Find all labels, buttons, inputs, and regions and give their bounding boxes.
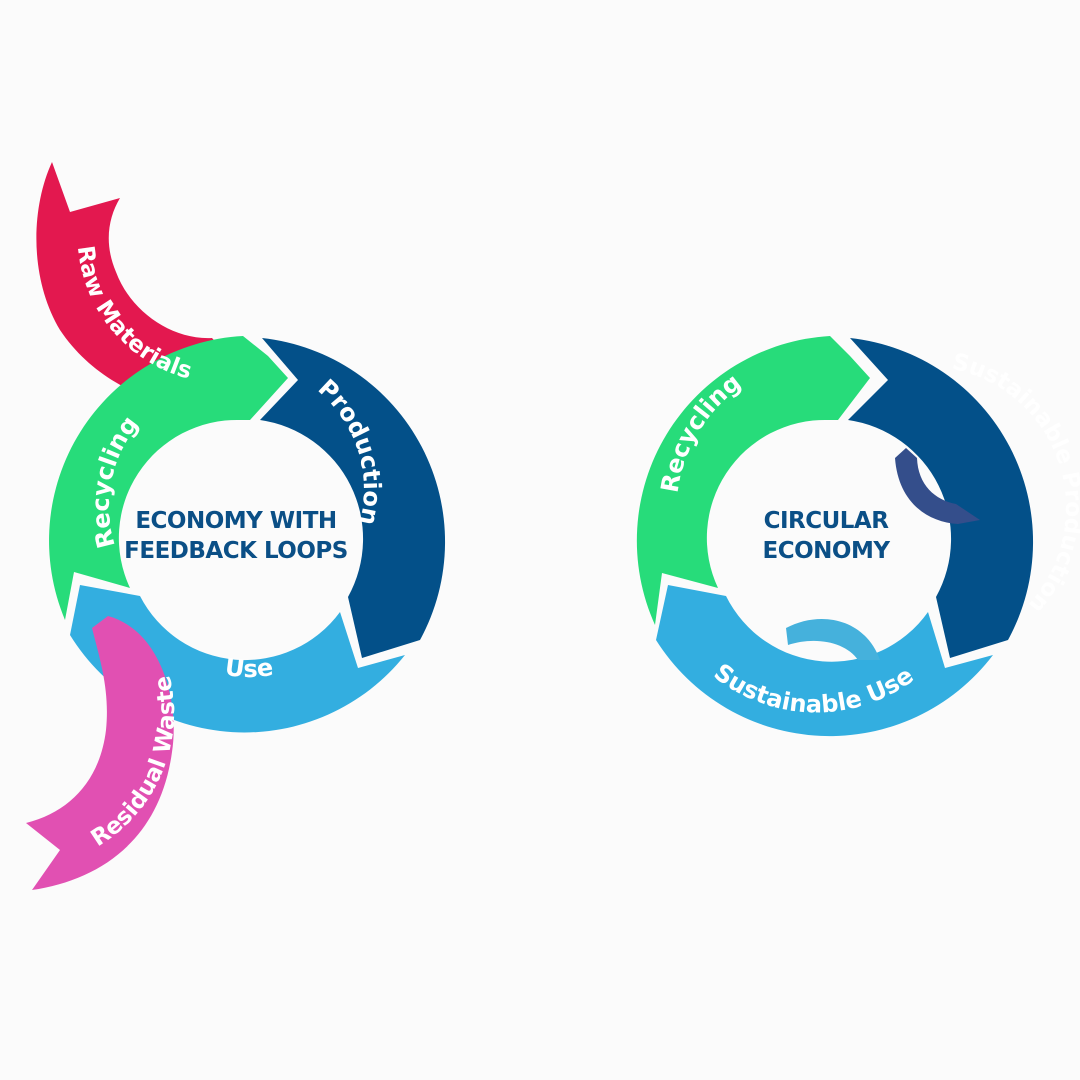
right-diagram: Recycling Sustainable Production Sustain… bbox=[636, 336, 1080, 737]
small-light-arrow-icon bbox=[786, 618, 880, 660]
left-production-segment bbox=[260, 338, 446, 658]
residual-waste-arrow bbox=[26, 616, 174, 890]
right-production-segment bbox=[848, 338, 1034, 658]
right-title-line1: CIRCULAR bbox=[764, 508, 890, 534]
left-title-line2: FEEDBACK LOOPS bbox=[124, 538, 348, 564]
left-title-line1: ECONOMY WITH bbox=[135, 508, 336, 534]
right-use-segment bbox=[656, 585, 993, 737]
right-title-line2: ECONOMY bbox=[763, 538, 891, 564]
left-recycling-segment bbox=[49, 336, 288, 620]
left-use-label: Use bbox=[223, 653, 274, 683]
small-dark-arrow-icon bbox=[895, 448, 980, 524]
right-recycling-segment bbox=[636, 336, 870, 625]
left-diagram: Recycling Production Use Raw Materials R… bbox=[26, 162, 446, 890]
